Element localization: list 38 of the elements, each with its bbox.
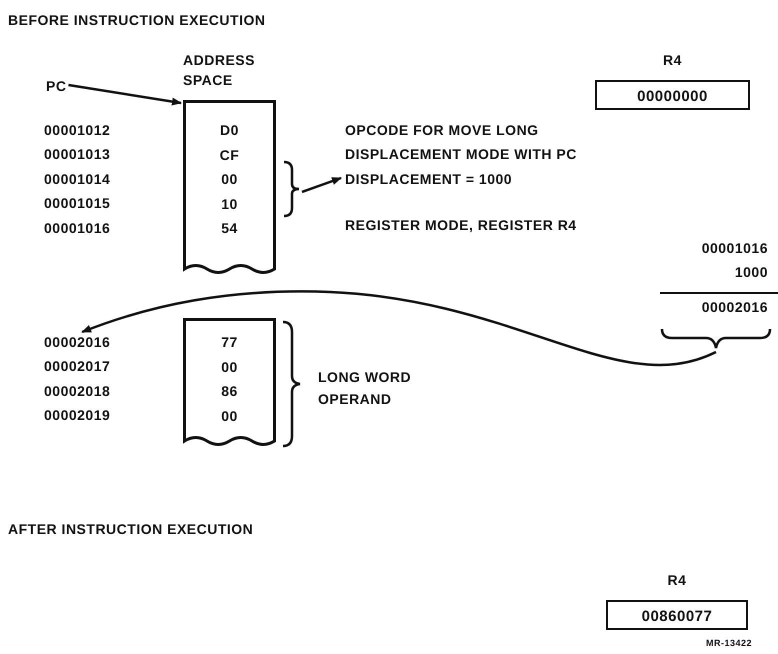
- address: 00002018: [44, 383, 110, 399]
- pointer-label: PC: [46, 78, 66, 94]
- address: 00002016: [44, 334, 110, 350]
- figure-number: MR-13422: [706, 638, 752, 648]
- annotation: OPCODE FOR MOVE LONG: [345, 122, 539, 138]
- register-name: R4: [662, 52, 683, 68]
- register-name: R4: [666, 572, 688, 588]
- address: 00001014: [44, 171, 110, 187]
- address: 00001016: [702, 240, 768, 256]
- byte-value: 00: [220, 408, 239, 424]
- arrow: [302, 176, 342, 194]
- address: 00001012: [44, 122, 110, 138]
- annotation: LONG WORD OPERAND: [318, 368, 412, 409]
- byte-value: 00: [220, 171, 239, 187]
- address: 00002019: [44, 407, 110, 423]
- displacement-value: 1000: [734, 264, 768, 280]
- annotation: DISPLACEMENT = 1000: [345, 171, 512, 187]
- address: 00001015: [44, 195, 110, 211]
- byte-value: 54: [220, 220, 239, 236]
- byte-value: D0: [219, 122, 240, 138]
- address: 00002017: [44, 358, 110, 374]
- column-heading: ADDRESS SPACE: [183, 51, 256, 90]
- address: 00001013: [44, 146, 110, 162]
- annotation: REGISTER MODE, REGISTER R4: [345, 217, 577, 233]
- byte-value: CF: [218, 146, 240, 162]
- section-heading: AFTER INSTRUCTION EXECUTION: [8, 521, 254, 537]
- byte-value: 77: [220, 334, 239, 350]
- arrow: [81, 290, 716, 366]
- arrow: [68, 84, 182, 106]
- register-value-box: 00860077: [606, 600, 748, 630]
- byte-value: 86: [220, 383, 239, 399]
- annotation: DISPLACEMENT MODE WITH PC: [345, 146, 577, 162]
- byte-value: 10: [220, 196, 239, 212]
- register-value-box: 00000000: [595, 80, 750, 110]
- byte-value: 00: [220, 358, 239, 374]
- sum-result: 00002016: [702, 299, 768, 315]
- section-heading: BEFORE INSTRUCTION EXECUTION: [8, 12, 266, 28]
- address: 00001016: [44, 220, 110, 236]
